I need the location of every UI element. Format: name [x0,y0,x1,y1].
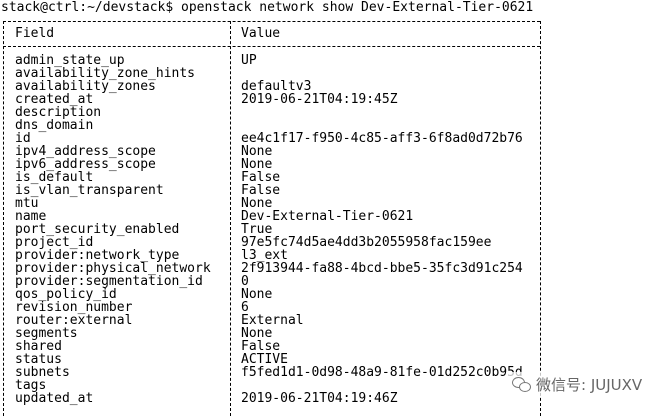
field-name: port_security_enabled [15,222,180,237]
field-value: False [241,170,281,185]
field-value: l3_ext [241,248,288,263]
field-value: defaultv3 [241,79,312,94]
field-name: name [15,209,47,224]
table-row: availability_zone_hints [0,67,668,80]
field-value: None [241,287,273,302]
field-name: description [15,105,102,120]
field-value: External [241,313,304,328]
table-row: dns_domain [0,119,668,132]
field-name: router:external [15,313,133,328]
table-row: name Dev-External-Tier-0621 [0,210,668,223]
field-name: tags [15,378,47,393]
table-row: port_security_enabled True [0,223,668,236]
field-value: 2019-06-21T04:19:45Z [241,92,398,107]
table-row: ipv4_address_scope None [0,145,668,158]
table-right-border [540,21,541,416]
table-row: description [0,106,668,119]
field-name: is_vlan_transparent [15,183,164,198]
table-row: created_at 2019-06-21T04:19:45Z [0,93,668,106]
field-value: None [241,157,273,172]
table-column-separator [230,21,231,416]
field-name: provider:network_type [15,248,180,263]
table-row: segments None [0,327,668,340]
field-value: f5fed1d1-0d98-48a9-81fe-01d252c0b95d [241,365,523,380]
field-name: provider:segmentation_id [15,274,203,289]
table-row: provider:network_type l3_ext [0,249,668,262]
table-row: mtu None [0,197,668,210]
field-value: None [241,196,273,211]
field-name: id [15,131,31,146]
field-value: UP [241,53,257,68]
table-row: status ACTIVE [0,353,668,366]
field-value: 97e5fc74d5ae4dd3b2055958fac159ee [241,235,492,250]
table-row: availability_zones defaultv3 [0,80,668,93]
table-row: shared False [0,340,668,353]
field-name: status [15,352,62,367]
field-value: True [241,222,273,237]
field-value: Dev-External-Tier-0621 [241,209,414,224]
header-value: Value [241,26,281,41]
watermark-text: 微信号: JUJUXV [536,375,643,394]
table-row: project_id 97e5fc74d5ae4dd3b2055958fac159… [0,236,668,249]
field-name: created_at [15,92,94,107]
field-value: None [241,326,273,341]
field-value: 6 [241,300,249,315]
table-row: router:external External [0,314,668,327]
field-name: is_default [15,170,94,185]
field-value: False [241,339,281,354]
field-name: mtu [15,196,39,211]
table-row: ipv6_address_scope None [0,158,668,171]
header-field: Field [15,26,55,41]
field-name: dns_domain [15,118,94,133]
table-header-separator [3,46,540,47]
table-row: provider:physical_network 2f913944-fa88-4… [0,262,668,275]
table-row: admin_state_up UP [0,54,668,67]
field-value: ACTIVE [241,352,288,367]
field-name: project_id [15,235,94,250]
field-name: revision_number [15,300,133,315]
field-name: qos_policy_id [15,287,117,302]
table-top-border [3,21,540,22]
wechat-icon [512,376,531,392]
field-value: 2019-06-21T04:19:46Z [241,391,398,406]
table-left-border [3,21,4,416]
field-value: None [241,144,273,159]
table-row: is_vlan_transparent False [0,184,668,197]
table-row: provider:segmentation_id 0 [0,275,668,288]
watermark: 微信号: JUJUXV [508,372,647,396]
table-row: subnets f5fed1d1-0d98-48a9-81fe-01d252c0b… [0,366,668,379]
table-row: qos_policy_id None [0,288,668,301]
field-value: 0 [241,274,249,289]
field-name: availability_zones [15,79,156,94]
command-prompt: stack@ctrl:~/devstack$ openstack network… [1,0,534,15]
field-value: False [241,183,281,198]
field-value: ee4c1f17-f950-4c85-aff3-6f8ad0d72b76 [241,131,523,146]
field-name: ipv6_address_scope [15,157,156,172]
table-row: id ee4c1f17-f950-4c85-aff3-6f8ad0d72b76 [0,132,668,145]
table-row: revision_number 6 [0,301,668,314]
field-name: shared [15,339,62,354]
field-name: segments [15,326,78,341]
table-row: is_default False [0,171,668,184]
field-value: 2f913944-fa88-4bcd-bbe5-35fc3d91c254 [241,261,523,276]
field-name: provider:physical_network [15,261,211,276]
field-name: subnets [15,365,70,380]
field-name: updated_at [15,391,94,406]
table-row: updated_at 2019-06-21T04:19:46Z [0,392,668,405]
field-name: admin_state_up [15,53,125,68]
table-row: tags [0,379,668,392]
field-name: ipv4_address_scope [15,144,156,159]
field-name: availability_zone_hints [15,66,196,81]
